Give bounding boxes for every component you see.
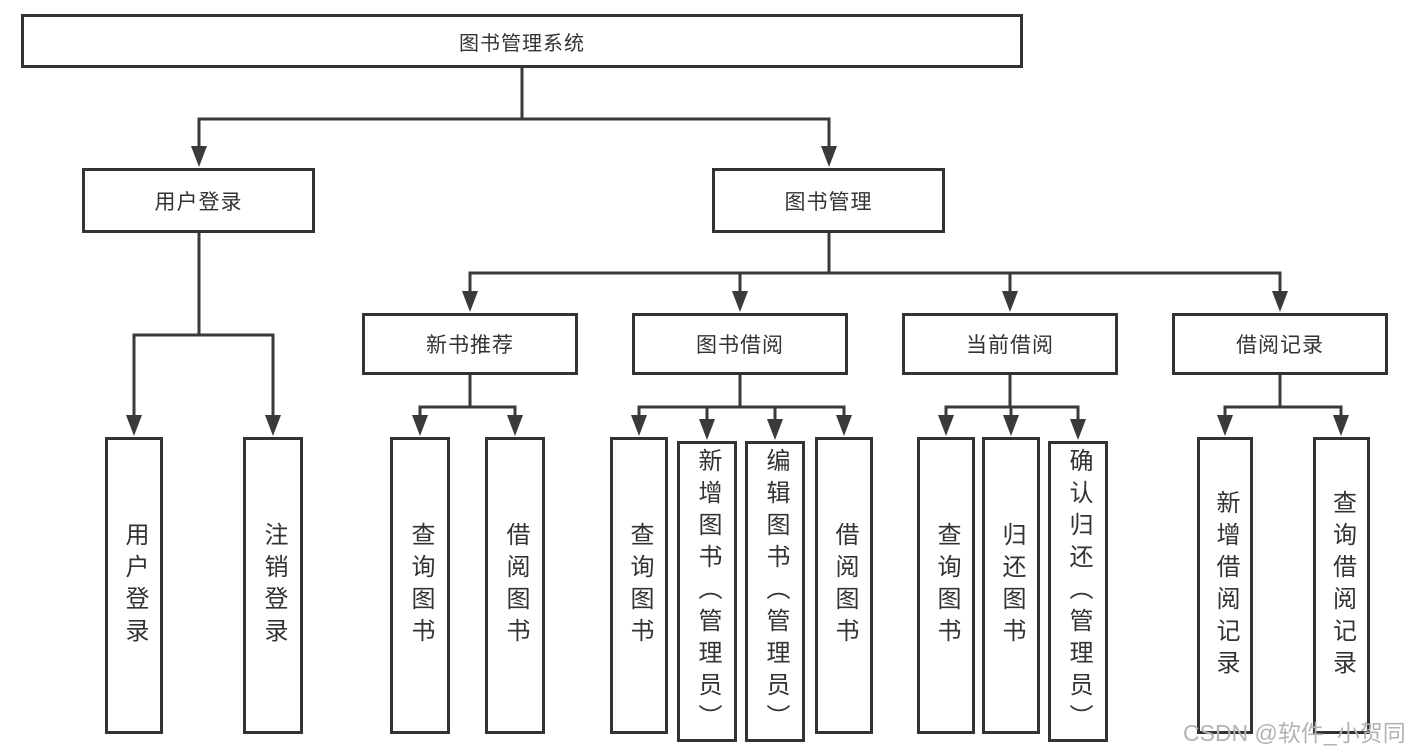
leaf-add-borrow-record: 新增借阅记录 — [1197, 437, 1253, 734]
node-user-login: 用户登录 — [82, 168, 315, 233]
leaf-return-books: 归还图书 — [982, 437, 1040, 734]
node-borrow-records: 借阅记录 — [1172, 313, 1388, 375]
leaf-logout: 注销登录 — [243, 437, 303, 734]
node-label: 新增借阅记录 — [1212, 489, 1239, 682]
leaf-confirm-return-admin: 确认归还（管理员） — [1048, 441, 1108, 742]
node-label: 查询借阅记录 — [1328, 489, 1356, 682]
node-label: 归还图书 — [998, 521, 1025, 650]
node-book-management: 图书管理 — [712, 168, 945, 233]
node-label: 查询图书 — [933, 521, 960, 650]
node-label: 编辑图书（管理员） — [762, 447, 789, 736]
node-label: 图书借阅 — [696, 334, 784, 357]
leaf-borrow-books: 借阅图书 — [485, 437, 545, 734]
node-label: 查询图书 — [407, 521, 434, 650]
leaf-edit-books-admin: 编辑图书（管理员） — [745, 441, 805, 742]
node-label: 借阅记录 — [1236, 334, 1324, 357]
leaf-query-books: 查询图书 — [610, 437, 668, 734]
node-label: 新书推荐 — [426, 334, 514, 357]
node-label: 图书管理系统 — [459, 32, 585, 55]
csdn-watermark: CSDN @软件_小贺同学 — [1183, 720, 1405, 746]
node-new-book-recommend: 新书推荐 — [362, 313, 578, 375]
leaf-query-books: 查询图书 — [390, 437, 450, 734]
node-label: 查询图书 — [626, 521, 653, 650]
node-label: 借阅图书 — [502, 521, 529, 650]
node-label: 用户登录 — [154, 190, 243, 214]
node-label: 新增图书（管理员） — [694, 447, 721, 736]
leaf-query-books: 查询图书 — [917, 437, 975, 734]
node-label: 当前借阅 — [966, 334, 1054, 357]
leaf-query-borrow-record: 查询借阅记录 — [1313, 437, 1370, 734]
leaf-borrow-books: 借阅图书 — [815, 437, 873, 734]
node-label: 图书管理 — [784, 190, 873, 214]
node-label: 借阅图书 — [831, 521, 858, 650]
node-label: 用户登录 — [121, 521, 148, 650]
leaf-add-books-admin: 新增图书（管理员） — [677, 441, 737, 742]
node-book-borrow: 图书借阅 — [632, 313, 848, 375]
leaf-user-login: 用户登录 — [105, 437, 163, 734]
node-label: 确认归还（管理员） — [1065, 447, 1092, 736]
node-library-management-system: 图书管理系统 — [21, 14, 1023, 68]
node-current-borrow: 当前借阅 — [902, 313, 1118, 375]
node-label: 注销登录 — [260, 521, 287, 650]
